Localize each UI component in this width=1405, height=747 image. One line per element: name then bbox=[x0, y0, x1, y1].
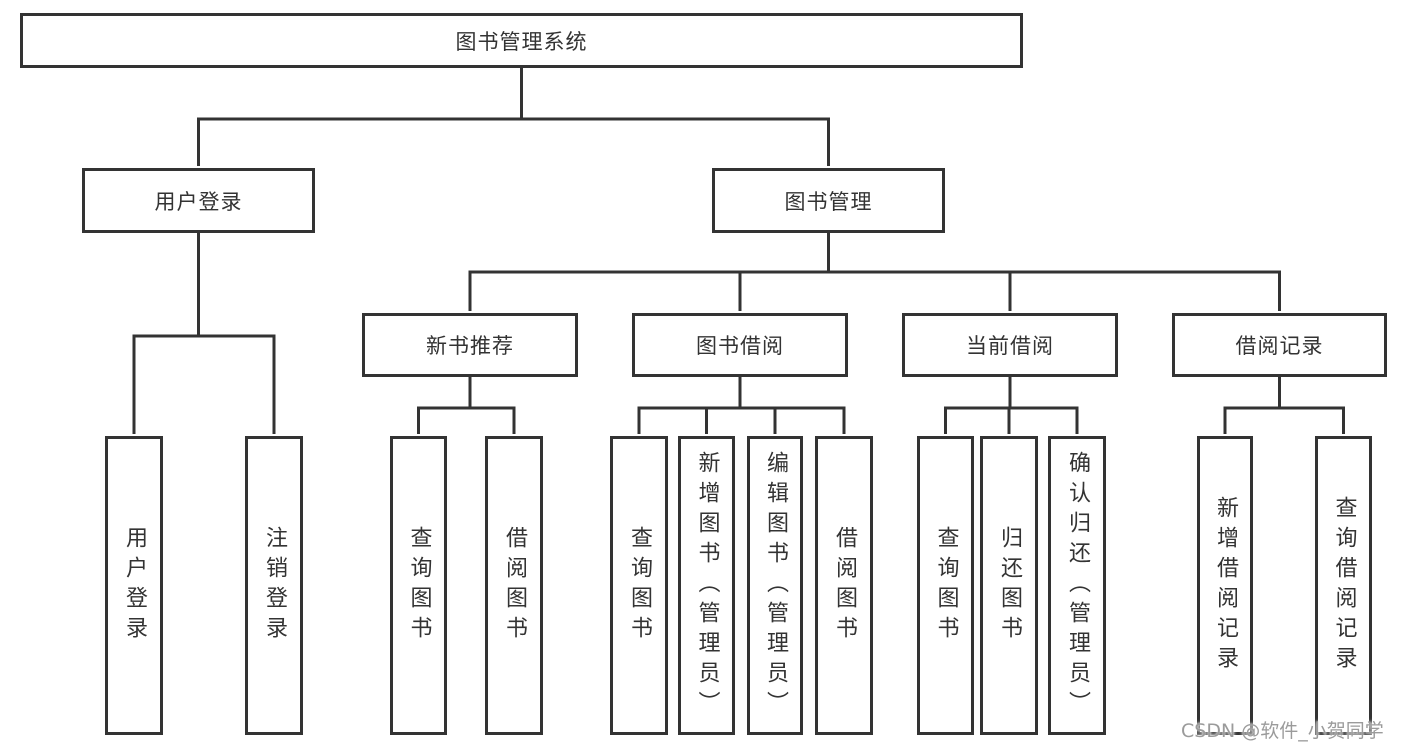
node-current-borrowing-label: 当前借阅 bbox=[966, 334, 1054, 358]
leaf-logout: 注销登录 bbox=[245, 436, 303, 735]
leaf-query-books-borrowing-label: 查询图书 bbox=[627, 525, 652, 646]
connector-current-borrowing bbox=[944, 375, 1079, 434]
watermark-text: CSDN @软件_小贺同学 bbox=[1181, 720, 1384, 742]
node-borrowing-records: 借阅记录 bbox=[1172, 313, 1387, 377]
leaf-query-books-recommend-label: 查询图书 bbox=[406, 525, 432, 646]
leaf-confirm-return-admin: 确认归还（管理员） bbox=[1048, 436, 1106, 735]
connector-borrowing-records bbox=[1223, 375, 1345, 434]
leaf-borrow-books: 借阅图书 bbox=[815, 436, 873, 735]
leaf-borrow-books-recommend: 借阅图书 bbox=[485, 436, 543, 735]
connector-user-login bbox=[132, 231, 276, 434]
connector-book-borrowing bbox=[637, 375, 846, 434]
node-new-book-recommend-label: 新书推荐 bbox=[426, 334, 514, 358]
node-user-login: 用户登录 bbox=[82, 168, 315, 233]
node-book-borrowing: 图书借阅 bbox=[632, 313, 848, 377]
connector-root bbox=[197, 67, 830, 166]
node-user-login-label: 用户登录 bbox=[154, 189, 243, 214]
leaf-borrow-books-recommend-label: 借阅图书 bbox=[502, 525, 527, 646]
leaf-add-borrow-record-label: 新增借阅记录 bbox=[1213, 495, 1238, 676]
leaf-borrow-books-label: 借阅图书 bbox=[832, 525, 857, 646]
connector-book-management bbox=[468, 231, 1281, 311]
node-book-management: 图书管理 bbox=[712, 168, 945, 233]
leaf-user-login: 用户登录 bbox=[105, 436, 163, 735]
node-borrowing-records-label: 借阅记录 bbox=[1235, 334, 1324, 358]
leaf-logout-label: 注销登录 bbox=[262, 525, 287, 646]
leaf-confirm-return-admin-label: 确认归还（管理员） bbox=[1065, 450, 1090, 721]
node-new-book-recommend: 新书推荐 bbox=[362, 313, 578, 377]
leaf-query-books-current-label: 查询图书 bbox=[933, 525, 959, 646]
node-root-label: 图书管理系统 bbox=[455, 29, 588, 54]
node-book-borrowing-label: 图书借阅 bbox=[696, 334, 784, 358]
connector-new-book-recommend bbox=[417, 375, 516, 434]
leaf-add-books-admin: 新增图书（管理员） bbox=[678, 436, 735, 735]
leaf-user-login-label: 用户登录 bbox=[122, 525, 147, 646]
leaf-query-books-current: 查询图书 bbox=[917, 436, 974, 735]
node-root: 图书管理系统 bbox=[20, 13, 1023, 68]
leaf-add-borrow-record: 新增借阅记录 bbox=[1197, 436, 1253, 735]
leaf-edit-books-admin: 编辑图书（管理员） bbox=[747, 436, 803, 735]
leaf-query-books-recommend: 查询图书 bbox=[390, 436, 447, 735]
leaf-return-books-label: 归还图书 bbox=[997, 525, 1022, 646]
leaf-query-borrow-record: 查询借阅记录 bbox=[1315, 436, 1372, 735]
leaf-query-books-borrowing: 查询图书 bbox=[610, 436, 668, 735]
leaf-edit-books-admin-label: 编辑图书（管理员） bbox=[763, 450, 788, 721]
leaf-return-books: 归还图书 bbox=[980, 436, 1038, 735]
node-current-borrowing: 当前借阅 bbox=[902, 313, 1118, 377]
leaf-query-borrow-record-label: 查询借阅记录 bbox=[1331, 495, 1357, 676]
node-book-management-label: 图书管理 bbox=[784, 189, 873, 214]
leaf-add-books-admin-label: 新增图书（管理员） bbox=[694, 450, 720, 721]
